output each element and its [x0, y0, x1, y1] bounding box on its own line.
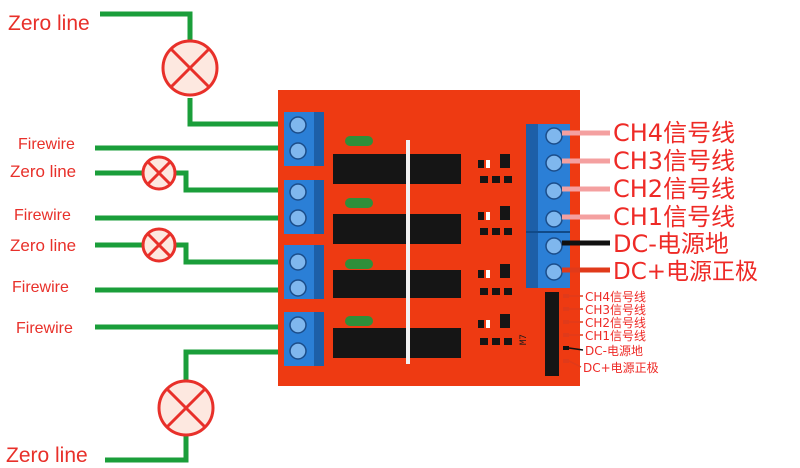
label-firewire-1: Firewire	[18, 136, 75, 153]
board-marking: M7	[519, 334, 529, 345]
relay-channel-4	[333, 316, 461, 358]
label-firewire-2: Firewire	[14, 207, 71, 224]
pin-label-ch1: CH1信号线	[585, 329, 646, 343]
label-ch1-signal: CH1信号线	[613, 203, 735, 231]
screw-ch2	[545, 182, 563, 200]
relay-channels	[333, 136, 461, 364]
label-ch4-signal: CH4信号线	[613, 119, 735, 147]
label-zero-line-2: Zero line	[10, 162, 76, 181]
pin-label-ch4: CH4信号线	[585, 290, 646, 304]
lamp-symbol-icon	[141, 155, 177, 191]
screw-ch4	[545, 127, 563, 145]
pin-label-ch2: CH2信号线	[585, 316, 646, 330]
label-firewire-3: Firewire	[12, 279, 69, 296]
label-ch3-signal: CH3信号线	[613, 147, 735, 175]
pin-header: M7	[519, 292, 569, 376]
terminal-block-left	[284, 112, 324, 366]
relay-channel-2	[333, 198, 461, 244]
screw-terminal-ch2	[284, 180, 324, 234]
wire-terminal-to-lamp4	[183, 349, 290, 380]
signal-wires	[562, 130, 610, 273]
label-zero-line-3: Zero line	[10, 236, 76, 255]
relay-channel-3	[333, 259, 461, 298]
wire-zero-bottom	[105, 436, 189, 463]
relay-channel-1	[333, 136, 461, 184]
label-ch2-signal: CH2信号线	[613, 175, 735, 203]
green-wires	[95, 11, 290, 463]
wire-lamp3-to-terminal	[176, 242, 290, 265]
smd-components	[478, 154, 512, 345]
label-zero-line-bottom: Zero line	[6, 444, 88, 467]
wire-zero-top	[100, 11, 193, 40]
pin-label-dc-plus: DC+电源正极	[583, 361, 659, 375]
label-firewire-4: Firewire	[16, 320, 73, 337]
screw-terminal-ch4	[284, 312, 324, 366]
label-dc-minus: DC-电源地	[613, 230, 729, 258]
screw-terminal-ch3	[284, 245, 324, 299]
right-labels: CH4信号线 CH3信号线 CH2信号线 CH1信号线 DC-电源地 DC+电源…	[613, 119, 758, 285]
lamp-symbol-icon	[161, 39, 219, 97]
pin-label-leaders	[568, 295, 584, 368]
screw-dc-minus	[545, 237, 563, 255]
lamp-symbol-icon	[157, 379, 215, 437]
left-labels: Zero line Firewire Zero line Firewire Ze…	[6, 12, 90, 467]
screw-dc-plus	[545, 263, 563, 281]
wire-lamp1-to-terminal	[187, 98, 290, 127]
pin-label-ch3: CH3信号线	[585, 303, 646, 317]
lamp-symbol-icon	[141, 227, 177, 263]
screw-ch3	[545, 154, 563, 172]
pin-labels: CH4信号线 CH3信号线 CH2信号线 CH1信号线 DC-电源地 DC+电源…	[583, 290, 659, 375]
label-dc-plus: DC+电源正极	[613, 259, 758, 285]
label-zero-line-top: Zero line	[8, 12, 90, 35]
pin-label-dc-minus: DC-电源地	[585, 344, 643, 358]
screw-terminal-ch1	[284, 112, 324, 166]
terminal-block-right	[526, 124, 570, 288]
wire-lamp2-to-terminal	[176, 170, 290, 193]
screw-ch1	[545, 210, 563, 228]
